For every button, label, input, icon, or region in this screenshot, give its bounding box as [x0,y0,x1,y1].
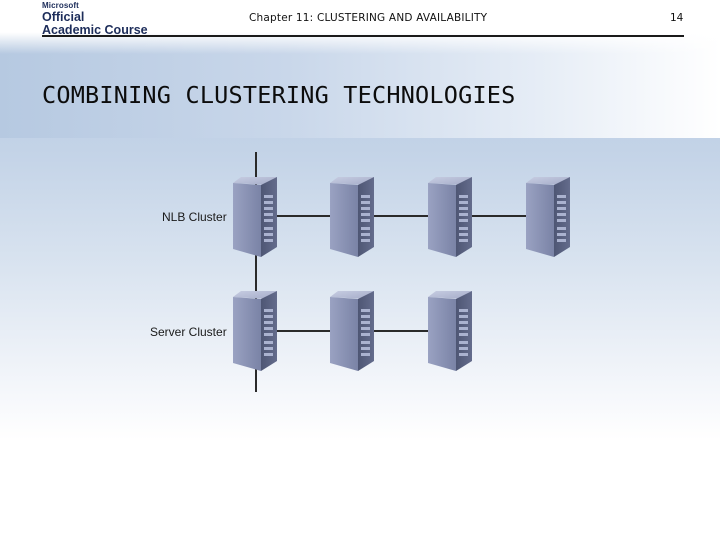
server-tower-icon [428,177,472,257]
chapter-title: Chapter 11: CLUSTERING AND AVAILABILITY [249,12,488,24]
header-background [0,0,720,54]
slide-title: COMBINING CLUSTERING TECHNOLOGIES [42,81,516,109]
server-tower-icon [330,291,374,371]
page-number: 14 [670,12,684,24]
logo-line1: Official [42,10,85,24]
server-cluster-label: Server Cluster [150,325,227,339]
logo-line2: Academic Course [42,22,148,37]
official-academic-course-logo: Microsoft Official Academic Course [42,2,148,36]
server-tower-icon [526,177,570,257]
nlb-cluster-label: NLB Cluster [162,210,227,224]
server-tower-icon [233,177,277,257]
server-tower-icon [428,291,472,371]
server-tower-icon [330,177,374,257]
logo-brand: Microsoft [42,1,79,10]
header-rule [42,35,684,37]
server-tower-icon [233,291,277,371]
